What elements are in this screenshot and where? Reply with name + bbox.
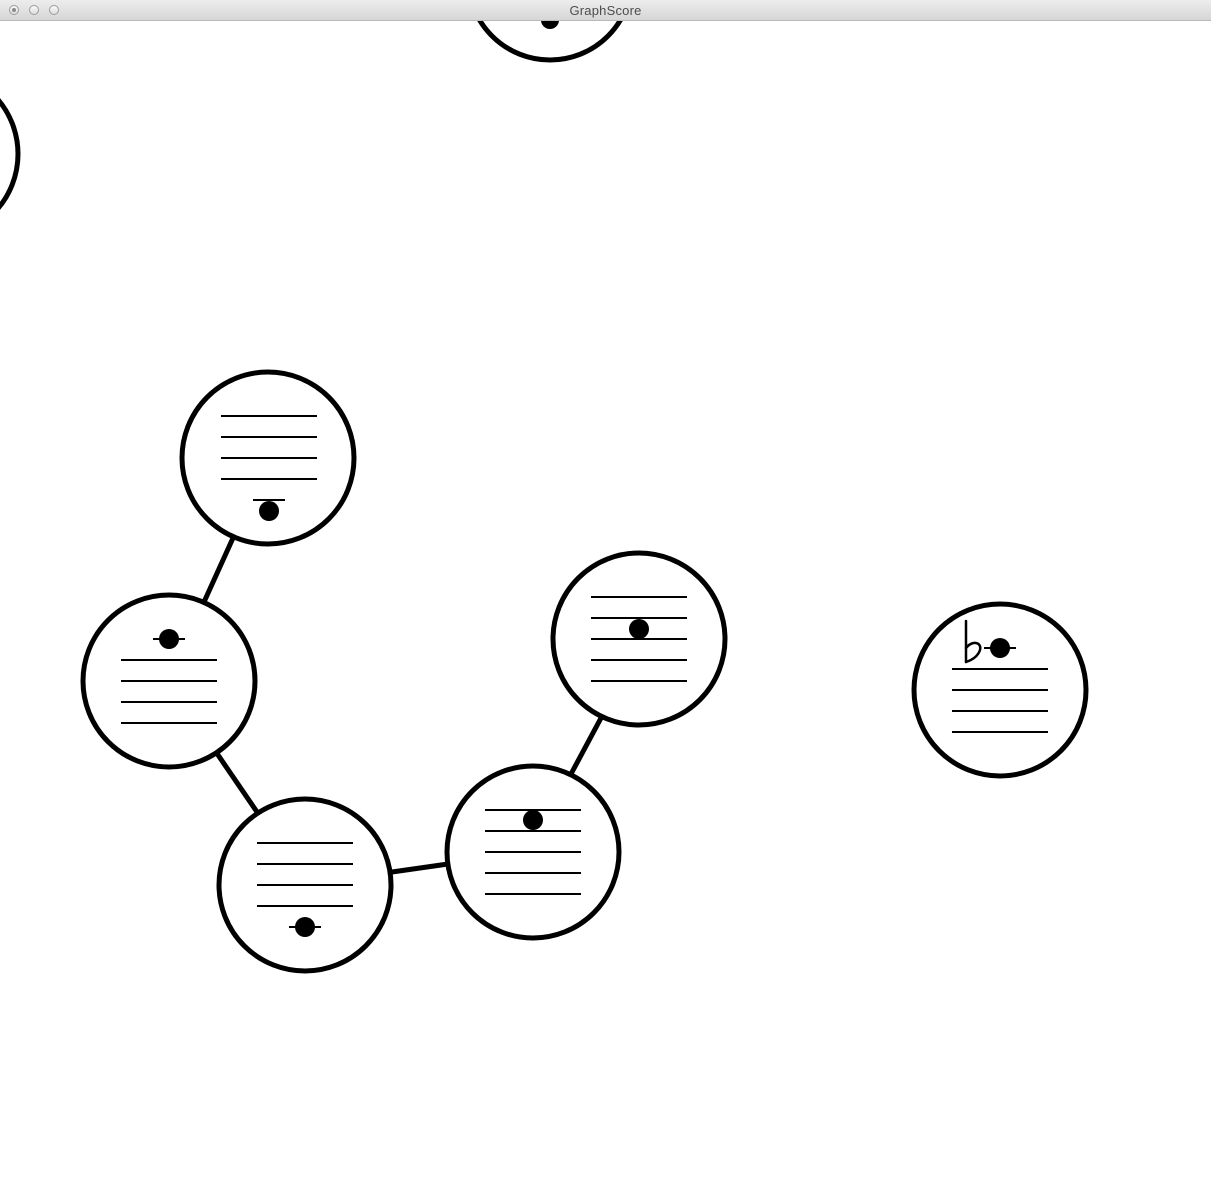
zoom-button[interactable]: [49, 5, 59, 15]
edge-a-b: [201, 536, 236, 604]
score-node-partial-top[interactable]: [468, 21, 632, 63]
note-head[interactable]: [541, 21, 559, 29]
note-head[interactable]: [523, 810, 543, 830]
node-circle: [477, 21, 623, 63]
note-head[interactable]: [629, 619, 649, 639]
node-circle: [0, 98, 21, 210]
staff: [952, 647, 1048, 733]
score-node-a[interactable]: [179, 369, 357, 547]
edges: [201, 536, 604, 875]
edge-b-c: [213, 750, 260, 814]
note-head[interactable]: [990, 638, 1010, 658]
score-node-c[interactable]: [216, 796, 394, 974]
edge-d-e: [568, 716, 604, 776]
staff: [485, 809, 581, 895]
score-node-f[interactable]: [911, 601, 1089, 779]
score-node-b[interactable]: [80, 592, 258, 770]
score-node-d[interactable]: [444, 763, 622, 941]
window-title: GraphScore: [569, 3, 642, 18]
staff: [221, 415, 317, 501]
score-graph[interactable]: [0, 21, 1211, 1200]
note-head[interactable]: [259, 501, 279, 521]
note-head[interactable]: [159, 629, 179, 649]
score-node-e[interactable]: [550, 550, 728, 728]
flat-icon: [964, 619, 982, 664]
minimize-button[interactable]: [29, 5, 39, 15]
title-bar[interactable]: GraphScore: [0, 0, 1211, 21]
close-button[interactable]: [9, 5, 19, 15]
score-node-partial-left[interactable]: [0, 70, 21, 238]
note-head[interactable]: [295, 917, 315, 937]
graph-canvas[interactable]: [0, 21, 1211, 1200]
edge-c-d: [391, 861, 449, 875]
